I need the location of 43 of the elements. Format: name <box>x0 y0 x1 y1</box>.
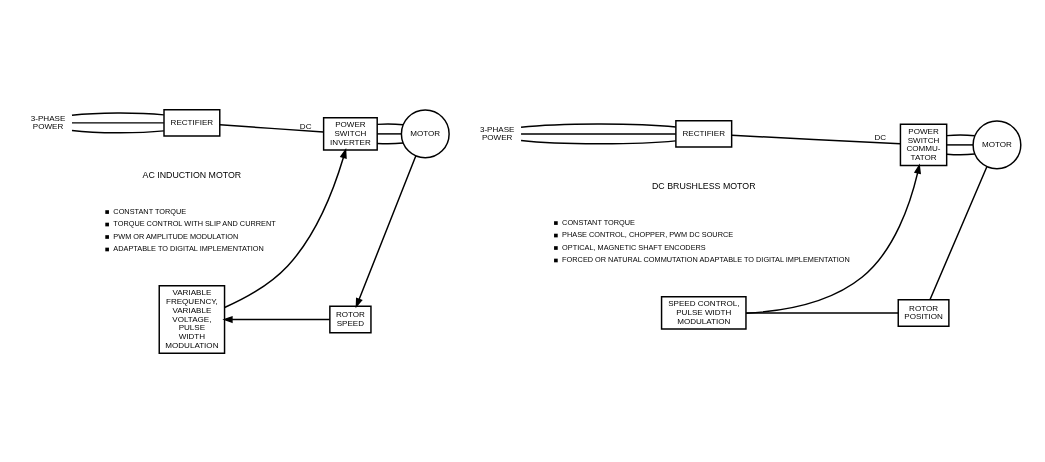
connector <box>730 134 901 144</box>
label: PHASE CONTROL, CHOPPER, PWM DC SOURCE <box>562 229 734 239</box>
node-box: POWER SWITCH COMMU- TATOR <box>899 123 948 166</box>
node-box: RECTIFIER <box>675 119 733 148</box>
arrow <box>222 315 331 323</box>
node-text: 3-PHASE POWER <box>479 124 515 142</box>
connector <box>520 122 677 128</box>
connector <box>71 121 165 124</box>
connector <box>520 139 677 145</box>
node-box: ROTOR POSITION <box>897 298 950 327</box>
label: TORQUE CONTROL WITH SLIP AND CURRENT <box>113 218 276 228</box>
connector <box>71 129 165 134</box>
connector <box>946 133 976 136</box>
node-circle: MOTOR <box>972 119 1022 169</box>
node-circle: MOTOR <box>400 108 450 158</box>
arrow <box>223 147 347 308</box>
label: PWM OR AMPLITUDE MODULATION <box>113 231 239 241</box>
node-box: ROTOR SPEED <box>329 305 372 333</box>
edge-label: DC <box>874 132 887 142</box>
label: AC INDUCTION MOTOR <box>142 169 242 180</box>
label: CONSTANT TORQUE <box>562 217 635 227</box>
connector <box>376 122 404 126</box>
connector <box>520 132 677 135</box>
node-box: RECTIFIER <box>163 108 221 137</box>
connector <box>376 132 402 135</box>
label: DC BRUSHLESS MOTOR <box>652 180 756 191</box>
arrow <box>355 154 417 308</box>
node-box: SPEED CONTROL, PULSE WIDTH MODULATION <box>660 295 747 330</box>
connector <box>946 152 976 156</box>
node-box: POWER SWITCH INVERTER <box>322 116 378 151</box>
node-box: VARIABLE FREQUENCY, VARIABLE VOLTAGE, PULSE WIDTH MODULATION <box>158 284 226 354</box>
label: OPTICAL, MAGNETIC SHAFT ENCODERS <box>562 242 706 252</box>
edge-label: DC <box>299 121 312 131</box>
label: FORCED OR NATURAL COMMUTATION ADAPTABLE TO DIGITAL IMPLEMENTATION <box>562 254 850 264</box>
node-text: 3-PHASE POWER <box>30 113 66 131</box>
connector <box>71 111 165 116</box>
label: ADAPTABLE TO DIGITAL IMPLEMENTATION <box>113 243 264 253</box>
arrow <box>745 162 921 314</box>
connector <box>946 143 974 146</box>
connector <box>219 123 325 133</box>
connector <box>929 165 988 300</box>
label: CONSTANT TORQUE <box>113 206 187 216</box>
connector <box>376 141 404 145</box>
